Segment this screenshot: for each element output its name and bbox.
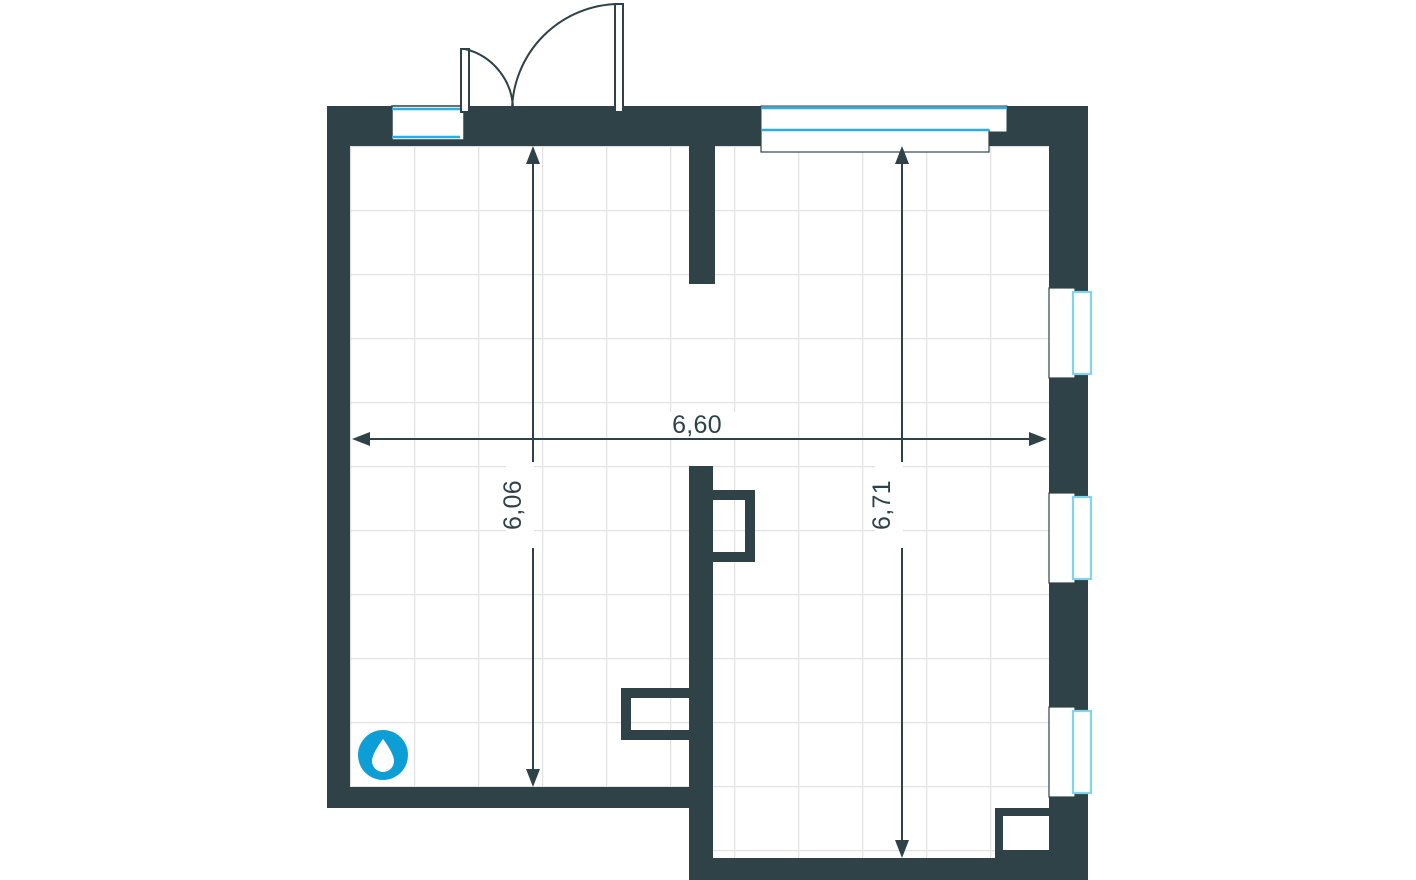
dimension-width-overall: 6,60	[352, 411, 1047, 446]
partition-wall-central	[689, 466, 713, 860]
niche-bottom-right	[995, 808, 1049, 858]
dimension-depth-left: 6,06	[499, 146, 540, 787]
wall-structure	[327, 106, 1088, 880]
windows-group	[391, 105, 1093, 798]
niche-upper-partition	[713, 490, 755, 562]
dimension-label-width: 6,60	[672, 411, 722, 439]
window-right-3	[1048, 706, 1093, 798]
exterior-wall-outline	[327, 106, 1088, 880]
niche-lower-partition	[621, 688, 691, 740]
dimension-label-depth-left: 6,06	[499, 480, 527, 530]
dimension-label-depth-right: 6,71	[868, 480, 896, 530]
wall-top-segment-right	[1007, 106, 1049, 146]
dimension-lines-group: 6,60 6,06 6,71	[352, 146, 1047, 858]
entry-doors-group	[460, 3, 624, 113]
water-riser-marker[interactable]	[358, 730, 408, 780]
water-drop-icon	[372, 739, 394, 772]
dimension-depth-right: 6,71	[868, 146, 909, 858]
window-top-left	[391, 105, 465, 141]
partition-stub-upper	[689, 106, 715, 284]
window-right-2	[1048, 492, 1093, 584]
entry-door-left-leaf	[460, 48, 515, 113]
window-top-right	[760, 105, 1008, 153]
wall-return-top-left	[350, 122, 392, 146]
entry-door-right-leaf	[511, 3, 624, 113]
window-right-1	[1048, 287, 1093, 379]
